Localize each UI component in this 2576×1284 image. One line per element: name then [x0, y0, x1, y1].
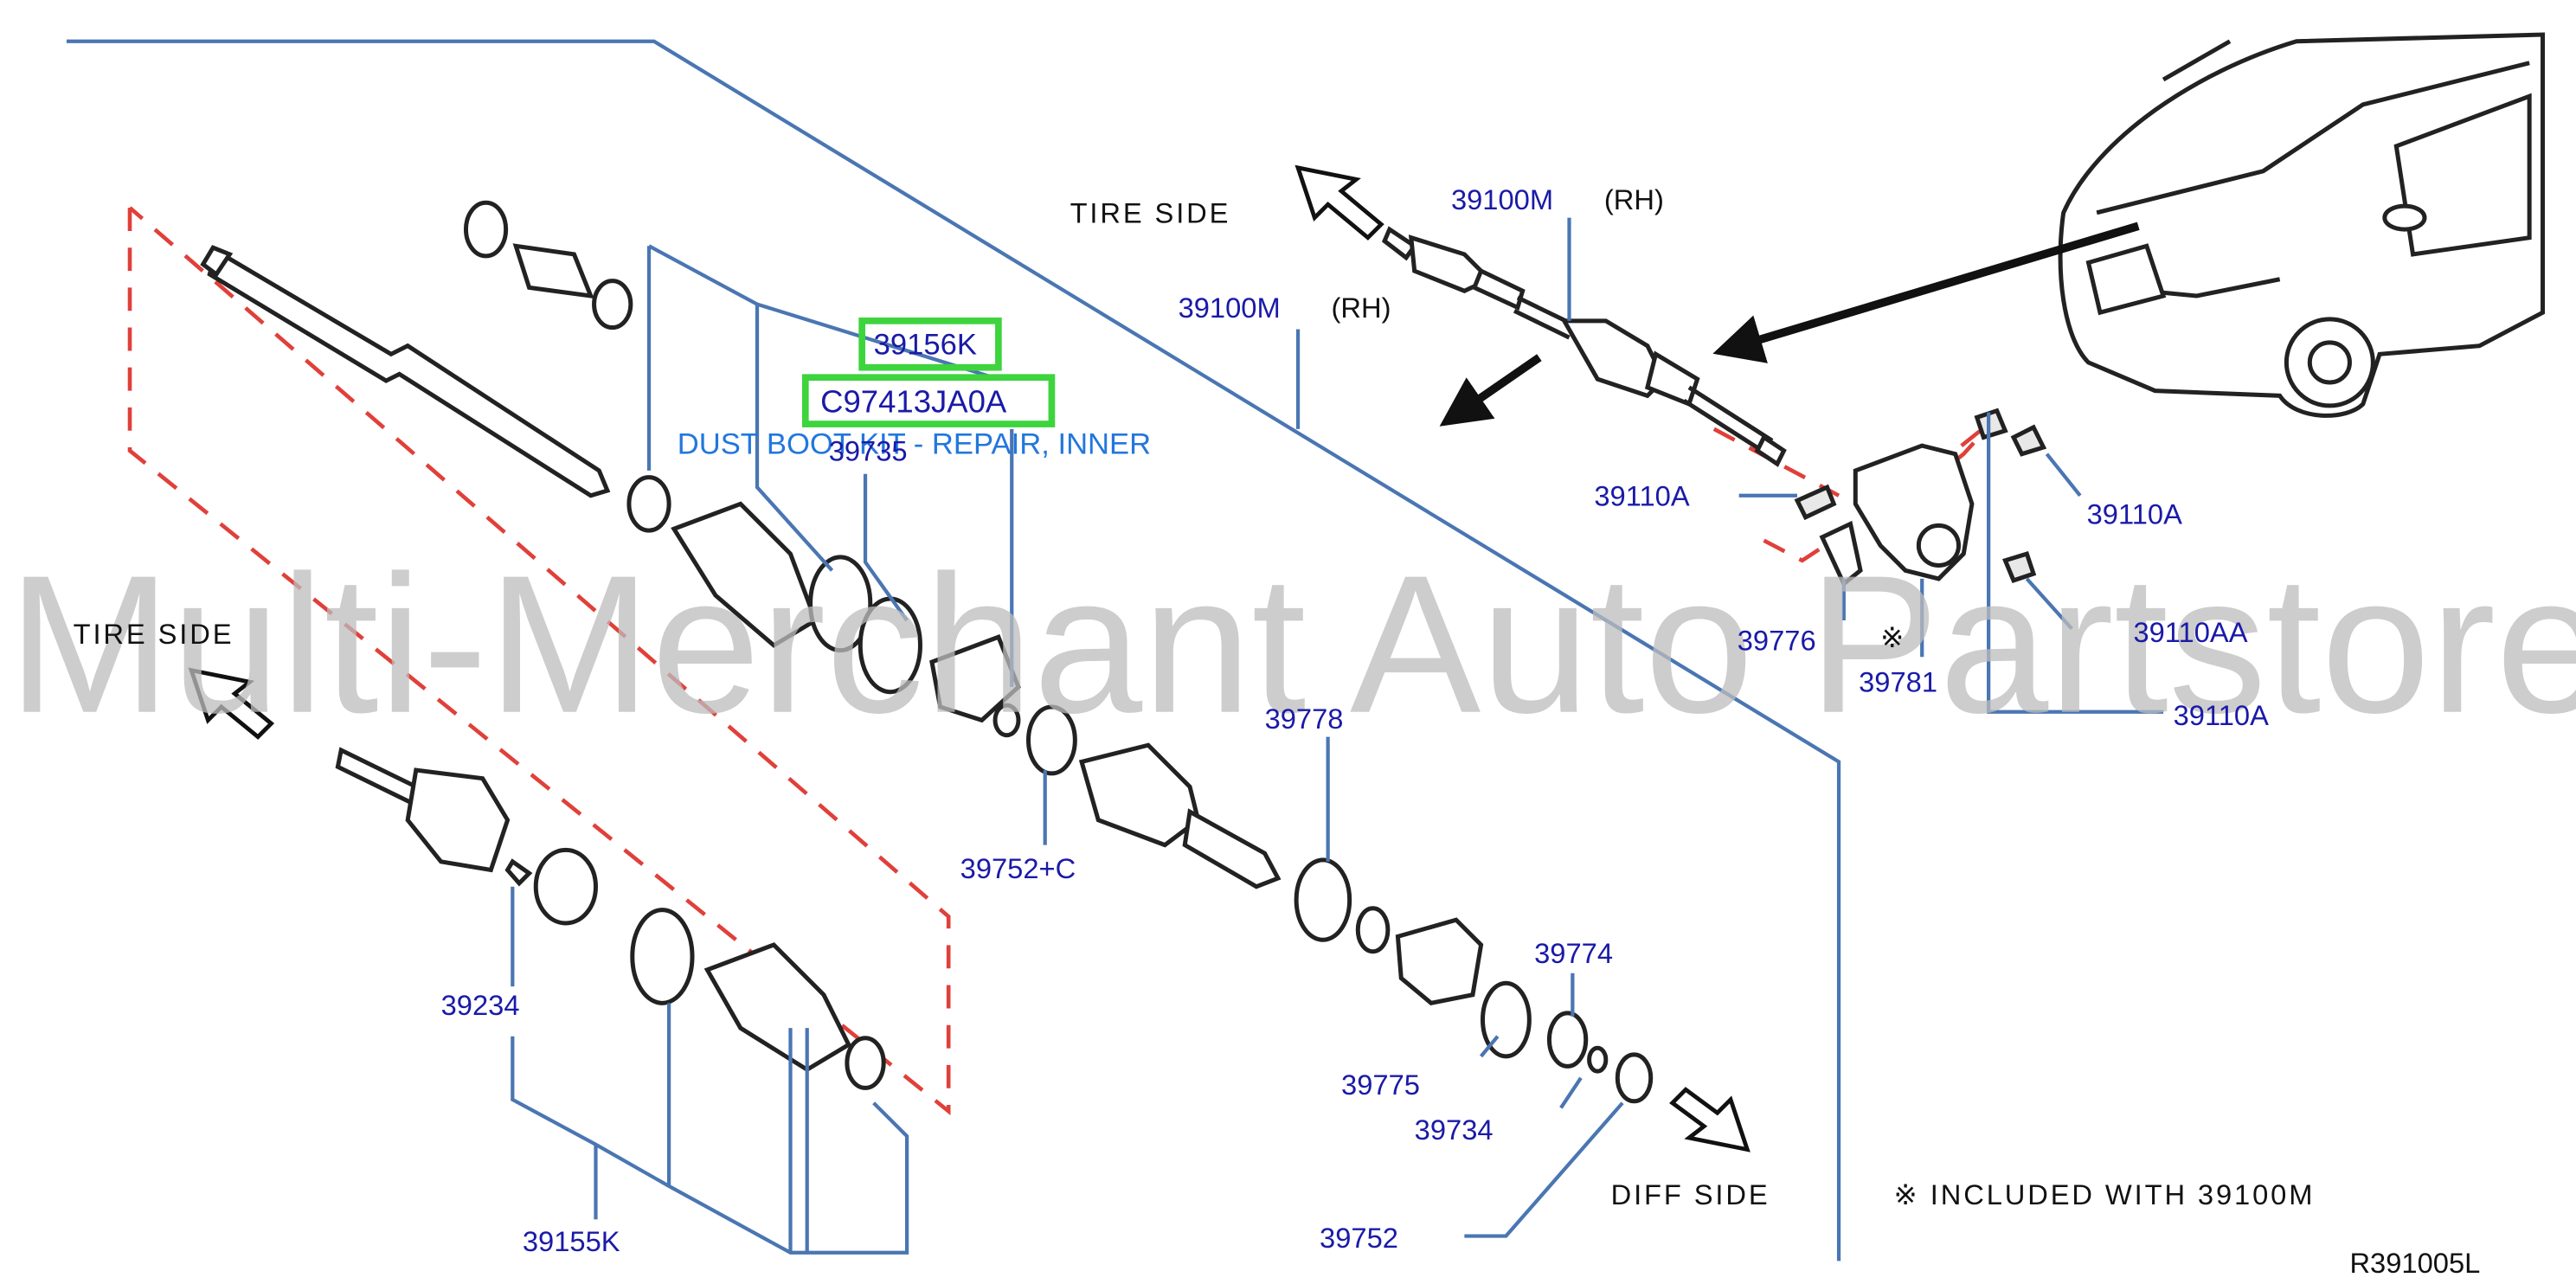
diff-side-label: DIFF SIDE: [1611, 1178, 1770, 1210]
leader-lines: [511, 217, 2164, 1255]
tire-side-label-left: TIRE SIDE: [74, 618, 234, 650]
highlight-description: DUST BOOT KIT - REPAIR, INNER: [678, 428, 1151, 461]
highlight-part-number[interactable]: 39156K: [874, 328, 977, 361]
part-39776[interactable]: 39776: [1738, 625, 1816, 657]
part-39110a-bottom[interactable]: 39110A: [2174, 699, 2269, 731]
rh-mid: (RH): [1332, 292, 1391, 324]
part-39110a-right[interactable]: 39110A: [2087, 498, 2182, 530]
small-parts-top: [463, 200, 633, 331]
part-39100m-mid[interactable]: 39100M: [1179, 292, 1281, 324]
part-39100m-top[interactable]: 39100M: [1451, 183, 1553, 215]
part-39774[interactable]: 39774: [1534, 937, 1613, 969]
rh-top: (RH): [1604, 183, 1664, 215]
included-note: ※ INCLUDED WITH 39100M: [1894, 1178, 2316, 1210]
part-39781[interactable]: 39781: [1859, 666, 1937, 698]
bracket-assembly: [1794, 408, 2047, 587]
frame-lines: [66, 39, 1841, 1262]
part-number-labels: 39100M (RH) 39100M (RH) 39735 39110A 391…: [441, 183, 2269, 1257]
tire-side-label-top: TIRE SIDE: [1070, 196, 1231, 228]
bearing-parts: [1294, 857, 1654, 1104]
shaft: [200, 245, 611, 498]
part-39775[interactable]: 39775: [1341, 1069, 1420, 1101]
part-39234[interactable]: 39234: [441, 989, 520, 1021]
highlighted-part[interactable]: 39156K C97413JA0A DUST BOOT KIT - REPAIR…: [678, 317, 1151, 461]
direction-arrows: [188, 164, 2140, 1152]
part-39752[interactable]: 39752: [1320, 1222, 1398, 1254]
reference-mark: ※: [1880, 621, 1904, 653]
highlight-box-part-number: [858, 317, 1002, 371]
highlight-box-oem-code: [801, 374, 1056, 427]
vehicle-illustration: [2058, 32, 2546, 418]
inner-boot-parts: [626, 475, 1282, 889]
part-39110a-left[interactable]: 39110A: [1594, 479, 1689, 511]
part-39110aa[interactable]: 39110AA: [2133, 616, 2247, 648]
part-39778[interactable]: 39778: [1265, 703, 1344, 735]
outer-joint-parts: [335, 747, 886, 1090]
part-39735[interactable]: 39735: [829, 434, 908, 466]
part-39752c[interactable]: 39752+C: [960, 852, 1076, 884]
part-39155k[interactable]: 39155K: [523, 1225, 620, 1257]
diagram-code: R391005L: [2349, 1247, 2480, 1279]
part-39734[interactable]: 39734: [1415, 1114, 1494, 1146]
highlight-oem-code[interactable]: C97413JA0A: [820, 384, 1007, 420]
watermark: Multi-Merchant Auto Partstore: [8, 536, 2576, 754]
driveshaft-assembly: [1381, 226, 1787, 467]
